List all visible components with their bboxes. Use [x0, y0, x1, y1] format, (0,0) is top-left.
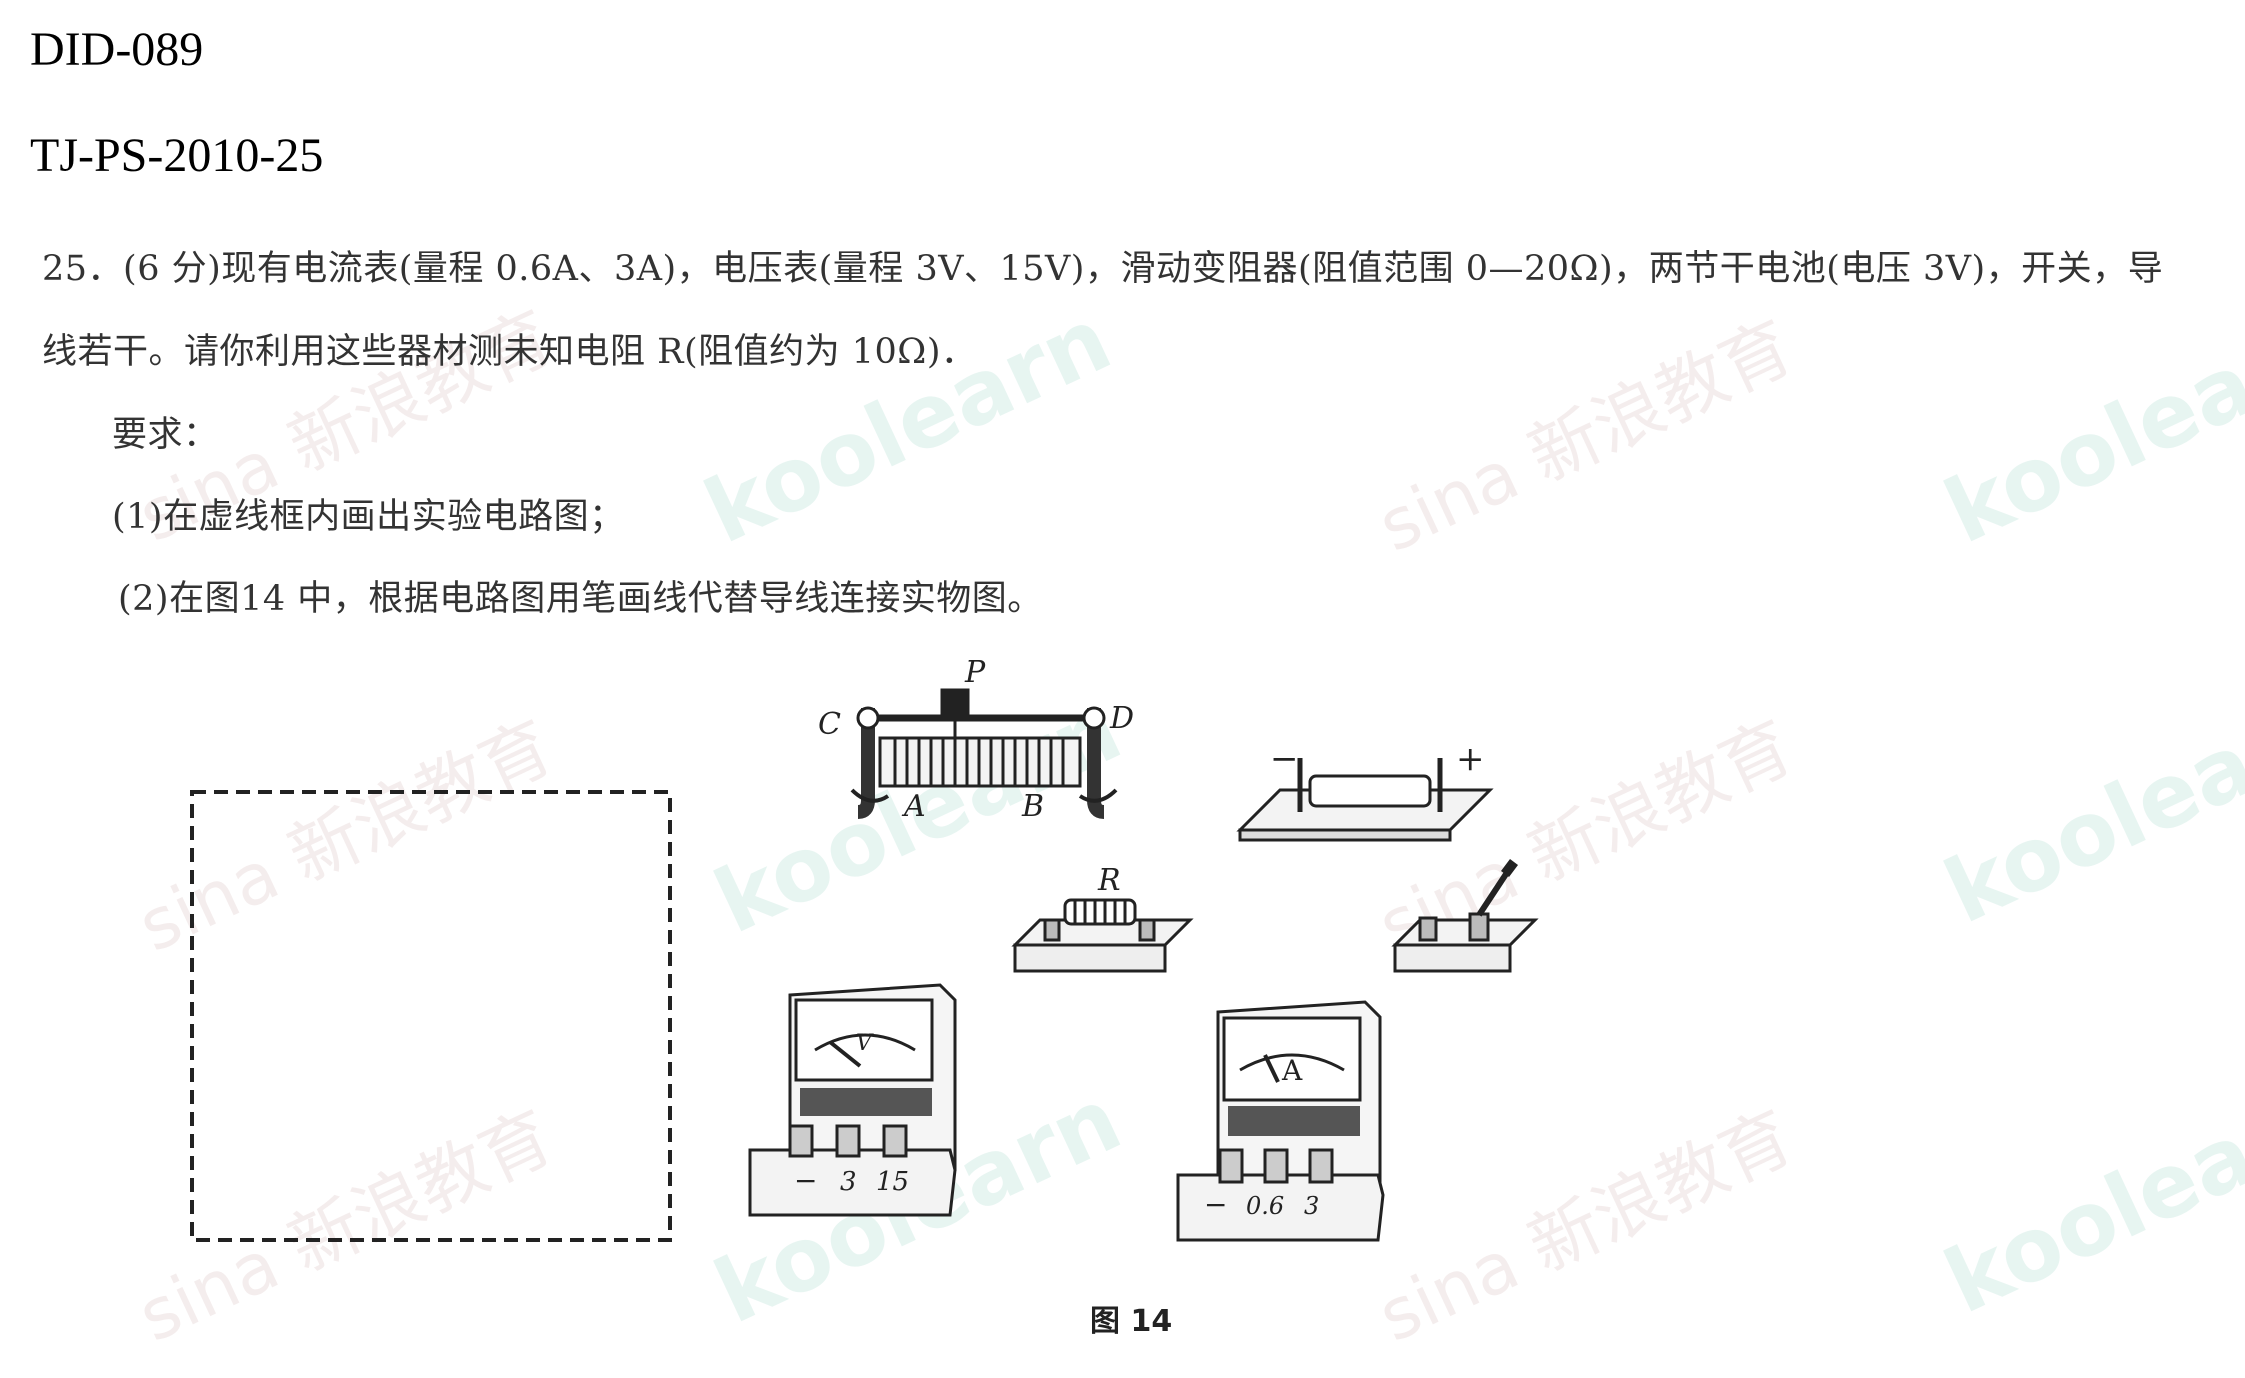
label-b: B [1021, 789, 1044, 824]
label-c: C [818, 707, 841, 742]
ammeter-terminal-minus: − [1204, 1188, 1227, 1221]
resistor [1011, 898, 1194, 973]
battery-holder [1236, 758, 1494, 842]
voltmeter-terminal-minus: − [794, 1164, 817, 1197]
question-text-line1: 25．(6 分)现有电流表(量程 0.6A、3A)，电压表(量程 3V、15V)… [42, 249, 2164, 289]
voltmeter-dial-label: V [856, 1031, 874, 1056]
question-text-line2: 线若干。请你利用这些器材测未知电阻 R(阻值约为 10Ω)． [42, 332, 977, 372]
resistor-label: R [1097, 863, 1121, 898]
label-a: A [901, 789, 926, 824]
label-d: D [1109, 701, 1134, 736]
voltmeter-terminal-15: 15 [876, 1167, 909, 1197]
requirement-title: 要求： [112, 415, 219, 455]
document-id: DID-089 [30, 23, 204, 76]
ammeter-dial-label: A [1281, 1054, 1303, 1087]
voltmeter [748, 983, 957, 1217]
battery-minus-label: − [1270, 739, 1299, 779]
ammeter-terminal-0-6: 0.6 [1246, 1192, 1284, 1220]
figure-caption: 图 14 [1090, 1304, 1173, 1339]
ammeter-terminal-3: 3 [1304, 1192, 1319, 1220]
problem-code: TJ-PS-2010-25 [30, 129, 324, 182]
battery-plus-label: + [1456, 739, 1485, 779]
requirement-1: (1)在虚线框内画出实验电路图； [112, 497, 625, 537]
voltmeter-terminal-3: 3 [840, 1167, 857, 1197]
label-p: P [964, 655, 986, 690]
dashed-answer-box[interactable] [190, 790, 672, 1242]
ammeter [1176, 1000, 1385, 1242]
requirement-2: (2)在图14 中，根据电路图用笔画线代替导线连接实物图。 [118, 579, 1043, 619]
knife-switch [1391, 859, 1539, 973]
sliding-rheostat [850, 688, 1118, 819]
